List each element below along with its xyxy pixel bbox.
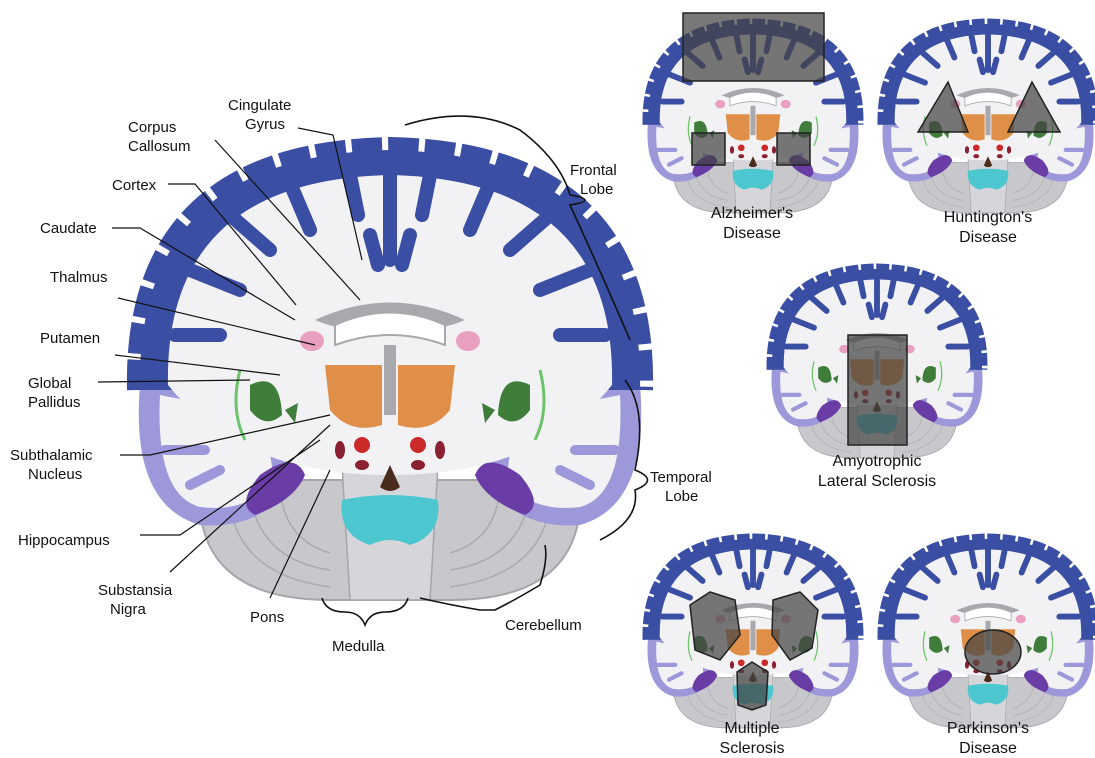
panel-ms: Multiple Sclerosis bbox=[647, 539, 858, 757]
label-cerebellum: Cerebellum bbox=[505, 617, 582, 634]
label-subthalamic-line1: Subthalamic bbox=[10, 447, 93, 464]
caption-als-line2: Lateral Sclerosis bbox=[818, 473, 936, 490]
caption-ms-line1: Multiple bbox=[724, 720, 779, 737]
alzheimers-hippo-right-overlay bbox=[777, 133, 810, 165]
parkinsons-overlay bbox=[965, 630, 1021, 674]
caption-als-line1: Amyotrophic bbox=[833, 453, 922, 470]
label-hippocampus: Hippocampus bbox=[18, 532, 110, 549]
label-global-line1: Global bbox=[28, 375, 71, 392]
label-caudate: Caudate bbox=[40, 220, 97, 237]
label-frontal-line2: Lobe bbox=[580, 181, 613, 198]
label-cortex: Cortex bbox=[112, 177, 157, 194]
label-cingulate-line2: Gyrus bbox=[245, 116, 285, 133]
label-substansia-line2: Nigra bbox=[110, 601, 147, 618]
label-frontal-line1: Frontal bbox=[570, 162, 617, 179]
label-putamen: Putamen bbox=[40, 330, 100, 347]
medulla-brace bbox=[322, 598, 408, 625]
label-pons: Pons bbox=[250, 609, 284, 626]
label-cingulate-line1: Cingulate bbox=[228, 97, 291, 114]
label-corpus-line1: Corpus bbox=[128, 119, 176, 136]
panel-parkinsons: Parkinson's Disease bbox=[882, 539, 1093, 757]
caption-huntingtons-line2: Disease bbox=[959, 229, 1017, 246]
panel-huntingtons: Huntington's Disease bbox=[882, 24, 1093, 246]
caption-huntingtons-line1: Huntington's bbox=[944, 209, 1032, 226]
caption-alzheimers-line1: Alzheimer's bbox=[711, 205, 793, 222]
panel-alzheimers: Alzheimer's Disease bbox=[647, 13, 858, 242]
caption-alzheimers-line2: Disease bbox=[723, 225, 781, 242]
caption-parkinsons-line2: Disease bbox=[959, 740, 1017, 757]
caption-parkinsons-line1: Parkinson's bbox=[947, 720, 1029, 737]
alzheimers-cortex-overlay bbox=[683, 13, 824, 81]
label-temporal-line1: Temporal bbox=[650, 469, 712, 486]
label-global-line2: Pallidus bbox=[28, 394, 81, 411]
als-overlay bbox=[848, 335, 907, 445]
caption-ms-line2: Sclerosis bbox=[720, 740, 785, 757]
label-thalmus: Thalmus bbox=[50, 269, 108, 286]
alzheimers-hippo-left-overlay bbox=[692, 133, 725, 165]
label-subthalamic-line2: Nucleus bbox=[28, 466, 82, 483]
label-substansia-line1: Substansia bbox=[98, 582, 173, 599]
label-temporal-line2: Lobe bbox=[665, 488, 698, 505]
label-corpus-line2: Callosum bbox=[128, 138, 191, 155]
ms-stem-overlay bbox=[737, 662, 768, 710]
label-medulla: Medulla bbox=[332, 638, 385, 655]
main-brain bbox=[139, 150, 642, 600]
panel-als: Amyotrophic Lateral Sclerosis bbox=[771, 269, 982, 490]
